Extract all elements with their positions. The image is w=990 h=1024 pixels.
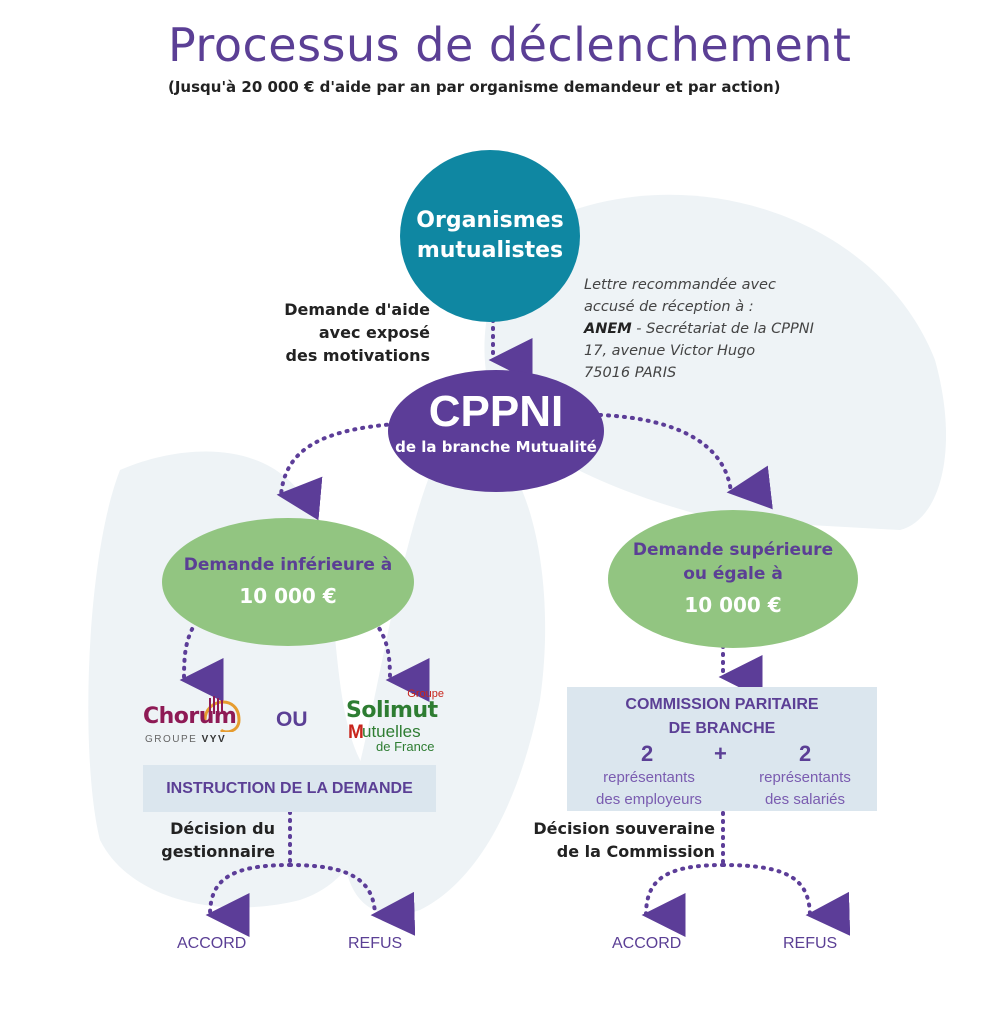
- page-subtitle: (Jusqu'à 20 000 € d'aide par an par orga…: [168, 78, 781, 96]
- commission-title-line1: COMMISSION PARITAIRE: [625, 696, 819, 713]
- label-demande-aide: Demande d'aide avec exposé des motivatio…: [284, 298, 430, 367]
- organismes-line1: Organismes: [416, 208, 564, 233]
- label-decision-gestionnaire: Décision du gestionnaire: [161, 817, 275, 863]
- lettre-line5: 75016 PARIS: [584, 365, 677, 381]
- solimut-france: de France: [376, 739, 435, 754]
- label-decision-commission: Décision souveraine de la Commission: [533, 817, 715, 863]
- commission-salaries-label: représentants des salariés: [735, 767, 875, 811]
- lettre-anem: ANEM: [584, 321, 632, 337]
- lettre-line4: 17, avenue Victor Hugo: [584, 343, 756, 359]
- label-ou: OU: [276, 708, 308, 731]
- lettre-line1: Lettre recommandée avec: [584, 277, 776, 293]
- chorum-name: Chorum: [143, 704, 237, 729]
- decision-gestionnaire-line1: Décision du: [170, 819, 275, 838]
- box-instruction-demande: INSTRUCTION DE LA DEMANDE: [143, 765, 436, 812]
- cppni-title: CPPNI: [428, 387, 564, 436]
- cppni-subtitle: de la branche Mutualité: [395, 438, 597, 456]
- commission-employeurs-label: représentants des employeurs: [579, 767, 719, 811]
- commission-title: COMMISSION PARITAIRE DE BRANCHE: [567, 693, 877, 741]
- organismes-line2: mutualistes: [416, 238, 564, 263]
- node-demande-superieure: Demande supérieure ou égale à 10 000 €: [608, 510, 858, 648]
- connector-left-solimut: [373, 620, 430, 702]
- decision-commission-line2: de la Commission: [556, 842, 715, 861]
- employeurs-line1: représentants: [603, 769, 695, 786]
- page-title: Processus de déclenchement: [168, 18, 852, 72]
- chorum-group-prefix: GROUPE: [145, 734, 202, 745]
- employeurs-line2: des employeurs: [596, 791, 702, 808]
- lettre-line2: accusé de réception à :: [584, 299, 754, 315]
- node-demande-inferieure: Demande inférieure à 10 000 €: [162, 518, 414, 646]
- decision-gestionnaire-line2: gestionnaire: [161, 842, 275, 861]
- chorum-group-name: VYV: [201, 734, 227, 745]
- salaries-line2: des salariés: [764, 791, 846, 808]
- lettre-secretariat: - Secrétariat de la CPPNI: [631, 321, 814, 337]
- demande-aide-line2: avec exposé: [318, 323, 430, 342]
- chorum-emblem-icon: [203, 696, 241, 732]
- outcome-accord-right: ACCORD: [612, 935, 682, 952]
- demande-superieure-line2: ou égale à: [683, 564, 783, 584]
- decision-commission-line1: Décision souveraine: [533, 819, 715, 838]
- solimut-heart-m: M: [348, 722, 364, 743]
- lettre-line3: ANEM - Secrétariat de la CPPNI: [584, 318, 814, 340]
- solimut-logo: Groupe Solimut M utuelles de France: [346, 688, 446, 754]
- demande-aide-line3: des motivations: [285, 346, 430, 365]
- connector-cppni-right: [598, 413, 773, 510]
- node-organismes-mutualistes: Organismes mutualistes: [400, 150, 580, 322]
- commission-title-line2: DE BRANCHE: [668, 720, 776, 737]
- chorum-group: GROUPE VYV: [145, 734, 226, 745]
- node-cppni: CPPNI de la branche Mutualité: [388, 370, 604, 492]
- demande-superieure-line1: Demande supérieure: [632, 540, 834, 560]
- box-commission-paritaire: COMMISSION PARITAIRE DE BRANCHE 2 + 2 re…: [567, 687, 877, 811]
- solimut-mutuelles: utuelles: [362, 722, 421, 741]
- connector-decision-accord-left: [205, 863, 292, 938]
- solimut-name: Solimut: [346, 698, 438, 723]
- demande-aide-line1: Demande d'aide: [284, 300, 430, 319]
- outcome-refus-left: REFUS: [348, 935, 403, 952]
- commission-plus: +: [714, 741, 727, 766]
- demande-inferieure-amount: 10 000 €: [239, 584, 337, 608]
- label-lettre-recommandee: Lettre recommandée avec accusé de récept…: [584, 274, 814, 384]
- salaries-line1: représentants: [759, 769, 851, 786]
- connector-decision-refus-right: [721, 863, 851, 936]
- solimut-groupe: Groupe: [407, 688, 444, 700]
- outcome-refus-right: REFUS: [783, 935, 838, 952]
- demande-superieure-amount: 10 000 €: [684, 593, 782, 617]
- connector-left-chorum: [179, 620, 224, 703]
- connector-cppni-left: [276, 422, 397, 521]
- demande-inferieure-text: Demande inférieure à: [183, 555, 393, 575]
- connector-decision-refus-left: [288, 863, 416, 936]
- outcome-accord-left: ACCORD: [177, 935, 247, 952]
- commission-employeurs-count: 2: [641, 741, 654, 766]
- chorum-logo: Chorum GROUPE VYV: [143, 690, 243, 750]
- connector-decision-accord-right: [641, 863, 725, 938]
- commission-salaries-count: 2: [799, 741, 812, 766]
